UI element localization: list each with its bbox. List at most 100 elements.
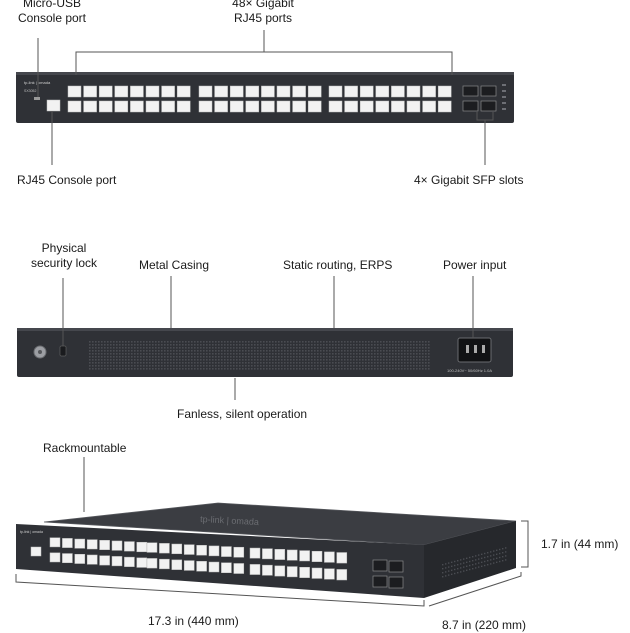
rj45-port-39 xyxy=(375,85,390,98)
iso-rj45-port-41 xyxy=(299,550,310,562)
rj45-port-18 xyxy=(198,100,213,113)
rj45-port-9 xyxy=(130,85,144,98)
rj45-port-21 xyxy=(229,85,244,98)
front-chassis-top-edge xyxy=(16,72,514,75)
iso-rj45-port-29 xyxy=(221,546,232,557)
iso-rj45-port-18 xyxy=(146,558,158,569)
iso-rj45-port-24 xyxy=(183,560,195,571)
rj45-console-port xyxy=(46,99,61,112)
rj45-port-36 xyxy=(344,100,358,113)
front-sfp-slots xyxy=(462,85,497,112)
rj45-port-31 xyxy=(307,85,322,98)
rj45-port-19 xyxy=(214,85,228,98)
iso-rj45-port-2 xyxy=(49,552,61,563)
iso-rj45-port-12 xyxy=(111,556,123,567)
rj45-port-17 xyxy=(198,85,213,98)
sfp-slot-2 xyxy=(480,85,497,97)
height-dimension-label: 1.7 in (44 mm) xyxy=(541,537,619,551)
rj45-port-10 xyxy=(130,100,144,113)
rj45-port-38 xyxy=(359,100,374,113)
width-dimension-label: 17.3 in (440 mm) xyxy=(148,614,239,628)
iso-rj45-port-32 xyxy=(233,563,245,574)
rj45-port-13 xyxy=(161,85,175,98)
iso-rj45-port-15 xyxy=(136,541,148,553)
rj45-port-48 xyxy=(437,100,452,113)
static-routing-label: Static routing, ERPS xyxy=(283,258,393,272)
iso-rj45-port-6 xyxy=(74,554,86,564)
rear-vent-grid xyxy=(89,341,430,370)
iso-rj45-port-40 xyxy=(286,566,298,578)
rj45-port-6 xyxy=(98,100,113,113)
sfp-slots-label: 4× Gigabit SFP slots xyxy=(414,173,524,187)
rj45-port-15 xyxy=(176,85,191,98)
iso-rj45-port-44 xyxy=(311,567,323,579)
iso-rj45-port-17 xyxy=(146,542,158,553)
rj45-port-41 xyxy=(391,85,405,98)
iso-top-brand-text: tp-link | omada xyxy=(200,514,259,527)
rj45-port-4 xyxy=(83,100,97,113)
rj45-port-5 xyxy=(98,85,113,98)
rackmountable-label: Rackmountable xyxy=(43,441,127,455)
iso-rj45-port-22 xyxy=(171,559,183,570)
rj45-port-32 xyxy=(307,100,322,113)
iso-rj45-port-19 xyxy=(159,543,170,554)
iso-rj45-port-21 xyxy=(171,543,183,555)
power-input-label: Power input xyxy=(443,258,507,272)
rj45-port-35 xyxy=(344,85,358,98)
front-rj45-port-grid xyxy=(67,85,452,113)
rj45-port-34 xyxy=(328,100,343,113)
iso-rj45-port-14 xyxy=(124,556,135,567)
iso-rj45-port-1 xyxy=(49,537,61,548)
rj45-port-7 xyxy=(114,85,129,98)
rj45-port-45 xyxy=(422,85,436,98)
iso-rj45-port-48 xyxy=(336,569,348,581)
iso-rj45-port-23 xyxy=(183,544,195,555)
rj45-port-33 xyxy=(328,85,343,98)
iso-dimension-lines xyxy=(15,457,529,607)
rj45-ports-label-line2: RJ45 ports xyxy=(233,11,293,25)
iso-rj45-port-33 xyxy=(249,547,261,559)
depth-dimension-label: 8.7 in (220 mm) xyxy=(442,618,527,632)
iso-rj45-port-9 xyxy=(99,540,110,550)
front-view-switch: tp-link | omada SX3052 xyxy=(16,72,514,123)
iso-rj45-port-31 xyxy=(233,546,245,558)
iso-rj45-port-7 xyxy=(86,539,98,550)
rj45-port-24 xyxy=(245,100,260,113)
micro-usb-console-label: Micro-USB Console port xyxy=(14,0,90,26)
front-status-leds xyxy=(502,84,506,110)
iso-rj45-port-10 xyxy=(99,555,110,566)
iso-top-face xyxy=(44,503,516,545)
power-rating-text: 100-240V~ 50/60Hz 1.0A xyxy=(447,368,492,373)
iso-sfp-slots xyxy=(372,559,404,589)
sfp-slot-3 xyxy=(462,100,479,112)
rear-leader-lines xyxy=(62,276,474,400)
iso-rj45-port-43 xyxy=(311,550,323,562)
security-lock-slot xyxy=(59,345,67,357)
iso-rj45-port-26 xyxy=(196,561,207,572)
rj45-port-2 xyxy=(67,100,82,113)
rj45-port-14 xyxy=(161,100,175,113)
rj45-port-11 xyxy=(145,85,160,98)
iso-rj45-port-4 xyxy=(62,553,73,564)
iso-rj45-port-35 xyxy=(262,548,273,560)
iso-rj45-port-45 xyxy=(324,551,335,563)
rj45-port-22 xyxy=(229,100,244,113)
rj45-port-20 xyxy=(214,100,228,113)
rj45-port-27 xyxy=(276,85,291,98)
rj45-port-40 xyxy=(375,100,390,113)
isometric-switch: tp-link | omada tp-link | omada xyxy=(16,502,517,598)
iso-rj45-port-27 xyxy=(208,545,220,557)
rj45-port-12 xyxy=(145,100,160,113)
rj45-port-37 xyxy=(359,85,374,98)
iso-rj45-port-16 xyxy=(136,557,148,568)
iso-rj45-port-20 xyxy=(159,558,170,570)
security-lock-label-line2: security lock xyxy=(30,256,98,270)
rj45-port-8 xyxy=(114,100,129,113)
rear-chassis-top-edge xyxy=(17,328,513,331)
iso-side-face xyxy=(424,521,516,598)
iso-rj45-port-46 xyxy=(324,568,335,580)
iso-front-brand-text: tp-link | omada xyxy=(20,530,43,534)
iso-rj45-port-5 xyxy=(74,538,86,549)
iso-rj45-port-39 xyxy=(286,549,298,561)
iso-rj45-port-47 xyxy=(336,552,348,564)
